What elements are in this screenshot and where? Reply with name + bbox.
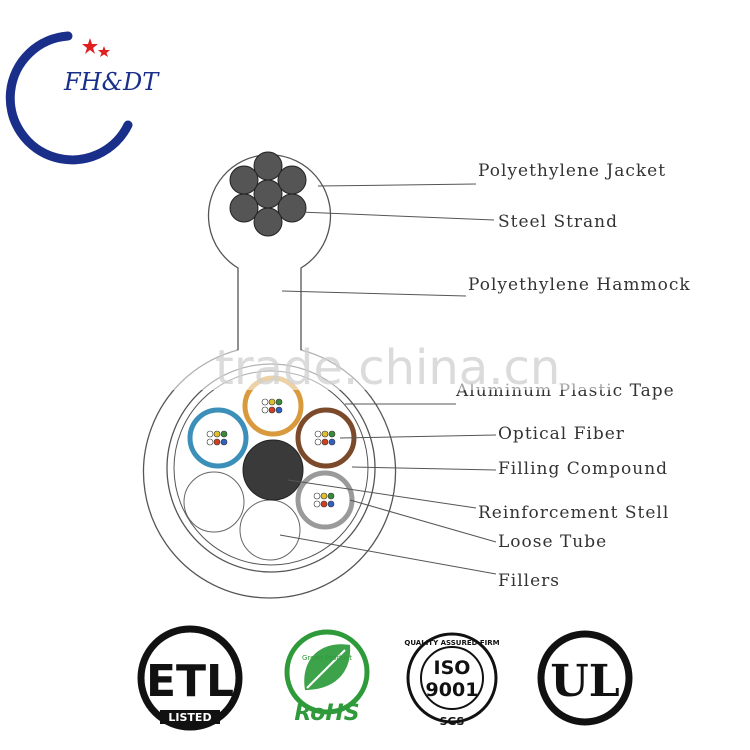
etl-listed: LISTED [168,711,211,724]
rohs-logo: Green Product RoHS [284,629,370,726]
iso-number: 9001 [426,679,479,701]
etl-logo: ETL LISTED [137,625,243,731]
etl-mark: ETL [146,656,234,707]
steel-strand [229,151,307,237]
label-fillers: Fillers [498,571,560,591]
label-reinforcement-steel: Reinforcement Stell [478,503,669,523]
rohs-sub: Green Product [302,654,352,662]
logo-text: FH&DT [63,68,160,96]
label-filling-compound: Filling Compound [498,459,668,479]
leader-lines [279,183,497,575]
iso-sgs: SGS [440,715,465,728]
logo-arc-icon [5,31,133,165]
fhdt-logo: FH&DT [5,31,160,165]
watermark-band [140,350,610,390]
label-loose-tube: Loose Tube [498,532,607,552]
iso-logo: QUALITY ASSURED FIRM ISO 9001 SGS [404,632,500,728]
watermark-text: trade.china.cn [215,340,560,396]
loose-tube-gray [295,470,355,530]
polyethylene-jacket-outline [142,154,397,599]
loose-tube-blue [187,407,249,469]
label-optical-fiber: Optical Fiber [498,424,625,444]
label-polyethylene-jacket: Polyethylene Jacket [478,161,666,181]
ul-mark: UL [550,656,619,707]
rohs-mark: RoHS [294,701,359,726]
iso-mark: ISO [434,657,471,679]
label-steel-strand: Steel Strand [498,212,618,232]
iso-ring: QUALITY ASSURED FIRM [404,639,499,647]
logo-star-icon [82,38,98,54]
filler [183,471,245,533]
part-labels: Polyethylene Jacket Steel Strand Polyeth… [455,161,691,591]
logo-star-icon [98,46,110,57]
certification-row: ETL LISTED Green Product RoHS QUALITY AS… [137,625,633,731]
ul-logo: UL [537,630,633,726]
reinforcement-steel [242,439,304,501]
cable-core [183,375,357,561]
label-polyethylene-hammock: Polyethylene Hammock [468,275,691,295]
filler [239,499,301,561]
